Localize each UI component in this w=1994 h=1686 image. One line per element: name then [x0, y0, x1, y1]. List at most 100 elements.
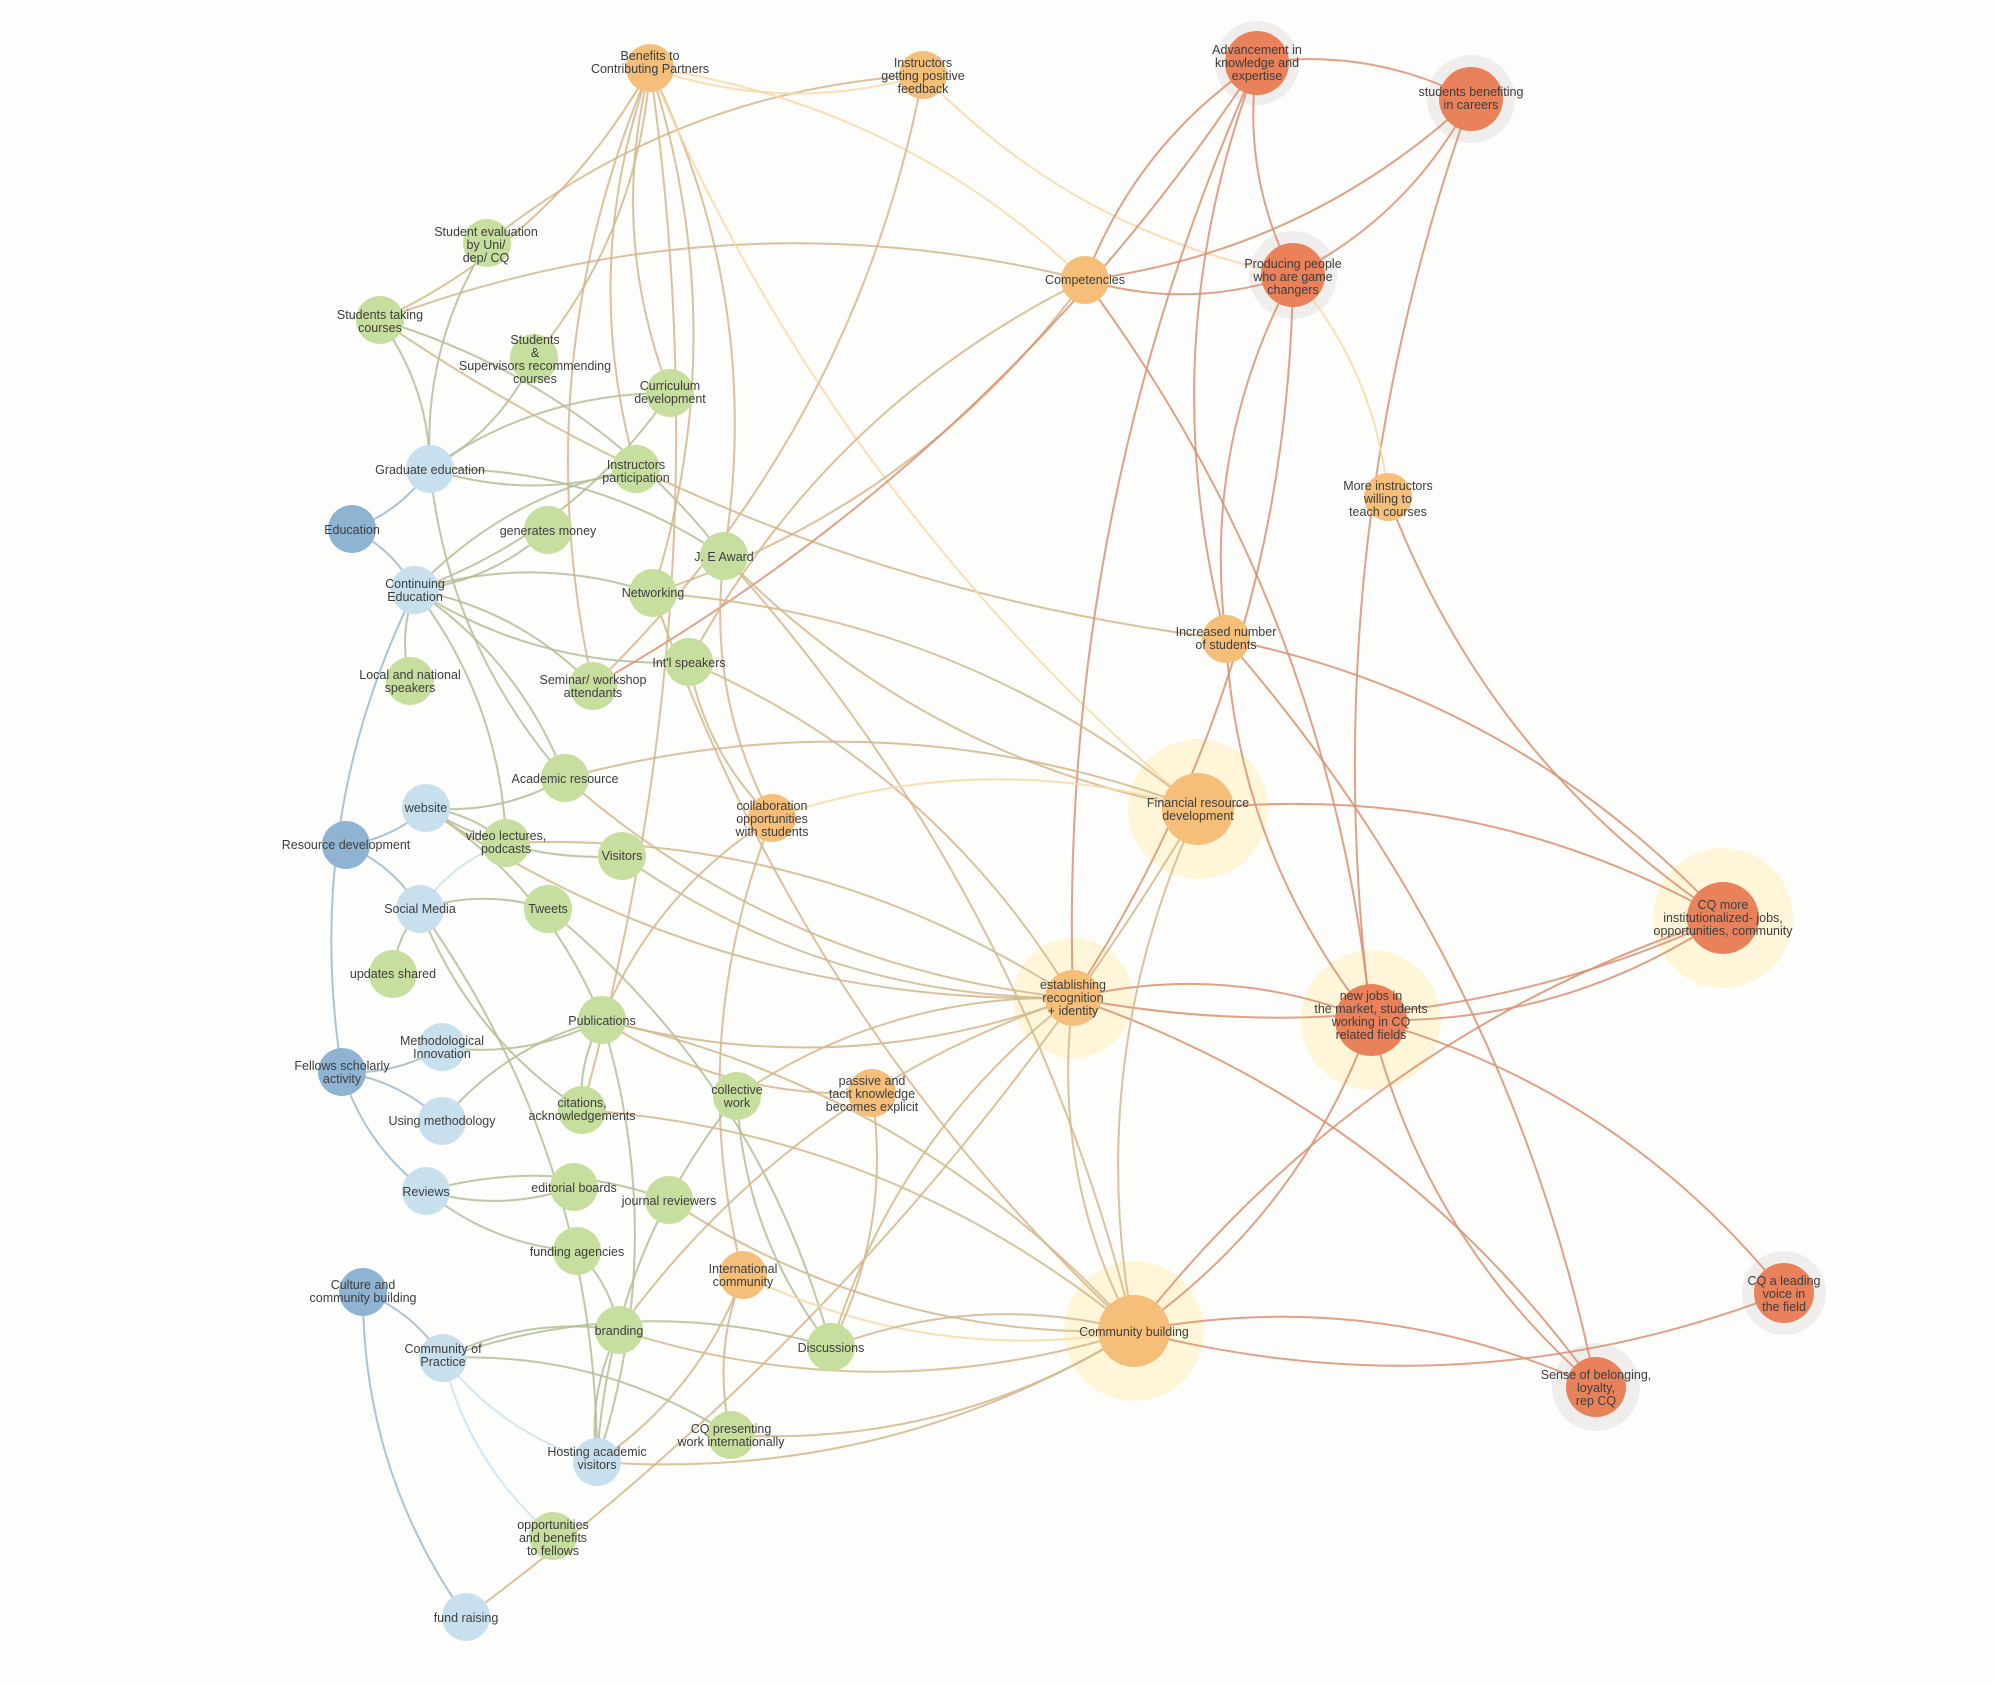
node-hosting[interactable] [573, 1438, 621, 1486]
node-fin-res[interactable] [1162, 773, 1234, 845]
edge-students-taking-to-competencies [379, 242, 1086, 321]
node-student-eval[interactable] [463, 219, 511, 267]
edge-cont-ed-to-instr-part [414, 468, 637, 591]
node-new-jobs[interactable] [1335, 984, 1407, 1056]
node-instr-part[interactable] [612, 445, 660, 493]
node-journal-rev[interactable] [645, 1176, 693, 1224]
label-publications: Publications [568, 1014, 635, 1028]
edge-cq-voice-to-comm-build [1133, 1292, 1785, 1367]
node-collective[interactable] [713, 1072, 761, 1120]
edge-benefits-to-curriculum [632, 67, 671, 394]
edge-cop-to-opportunities [442, 1357, 554, 1537]
node-benefits[interactable] [626, 44, 674, 92]
edge-grad-ed-to-student-eval [428, 242, 488, 470]
edge-intl-comm-to-comm-build [742, 1274, 1135, 1342]
node-est-recog[interactable] [1045, 970, 1101, 1026]
edge-new-jobs-to-belonging [1370, 1019, 1597, 1388]
node-reviews[interactable] [402, 1167, 450, 1215]
node-intl-speakers[interactable] [665, 638, 713, 686]
node-website[interactable] [402, 784, 450, 832]
label-journal-rev: journal reviewers [621, 1194, 716, 1208]
edge-culture-to-fund-raising [361, 1291, 467, 1618]
node-publications[interactable] [578, 996, 626, 1044]
node-citations[interactable] [558, 1086, 606, 1134]
node-passive[interactable] [848, 1069, 896, 1117]
edge-comm-build-to-new-jobs [1133, 1019, 1372, 1332]
edge-social-media-to-citations [419, 908, 583, 1111]
label-social-media: Social Media [384, 902, 456, 916]
node-comm-build[interactable] [1098, 1295, 1170, 1367]
node-discussions[interactable] [807, 1323, 855, 1371]
edge-hosting-to-publications [596, 1019, 636, 1463]
node-stud-careers[interactable] [1439, 67, 1503, 131]
node-fund-raising[interactable] [442, 1593, 490, 1641]
node-tweets[interactable] [524, 885, 572, 933]
node-cop[interactable] [419, 1334, 467, 1382]
node-cq-voice[interactable] [1754, 1263, 1814, 1323]
node-visitors[interactable] [598, 832, 646, 880]
label-branding: branding [595, 1324, 644, 1338]
edge-publications-to-comm-build [601, 1019, 1135, 1332]
edge-competencies-to-stud-careers [1084, 98, 1472, 281]
node-curriculum[interactable] [646, 369, 694, 417]
node-funding[interactable] [553, 1227, 601, 1275]
edge-discussions-to-passive [830, 1092, 878, 1348]
node-incr-students[interactable] [1202, 615, 1250, 663]
node-method-innov[interactable] [418, 1023, 466, 1071]
node-grad-ed[interactable] [406, 445, 454, 493]
node-belonging[interactable] [1566, 1357, 1626, 1417]
node-fellows[interactable] [318, 1048, 366, 1096]
node-instr-feedback[interactable] [899, 51, 947, 99]
node-branding[interactable] [595, 1306, 643, 1354]
node-cq-inst[interactable] [1687, 882, 1759, 954]
node-editorial[interactable] [550, 1163, 598, 1211]
edge-incr-students-to-belonging [1225, 638, 1597, 1388]
node-stud-sup[interactable] [510, 334, 558, 382]
edge-grad-ed-to-curriculum [429, 391, 671, 470]
edge-comm-build-to-cq-inst [1133, 917, 1724, 1332]
node-updates[interactable] [369, 950, 417, 998]
edge-competencies-to-new-jobs [1084, 279, 1372, 1021]
edge-cont-ed-to-networking [414, 571, 654, 594]
node-competencies[interactable] [1061, 256, 1109, 304]
node-resource-dev[interactable] [322, 821, 370, 869]
node-cq-presenting[interactable] [707, 1411, 755, 1459]
node-networking[interactable] [629, 569, 677, 617]
node-more-instr[interactable] [1364, 473, 1412, 521]
label-grad-ed: Graduate education [375, 463, 485, 477]
node-advancement[interactable] [1225, 31, 1289, 95]
label-competencies: Competencies [1045, 273, 1125, 287]
edge-cont-ed-to-intl-speakers [414, 589, 690, 664]
node-social-media[interactable] [396, 885, 444, 933]
node-culture[interactable] [339, 1268, 387, 1316]
node-collab[interactable] [748, 794, 796, 842]
node-opportunities[interactable] [529, 1512, 577, 1560]
node-using-method[interactable] [418, 1097, 466, 1145]
node-cont-ed[interactable] [391, 566, 439, 614]
edge-cont-ed-to-seminar [414, 589, 594, 687]
node-acad-res[interactable] [541, 754, 589, 802]
node-je-award[interactable] [700, 532, 748, 580]
edge-fin-res-to-comm-build [1117, 808, 1199, 1332]
node-game-changers[interactable] [1261, 243, 1325, 307]
label-gen-money: generates money [500, 524, 597, 538]
node-education[interactable] [328, 505, 376, 553]
label-acad-res: Academic resource [512, 772, 619, 786]
edge-est-recog-to-belonging [1072, 997, 1597, 1388]
node-intl-comm[interactable] [719, 1251, 767, 1299]
node-video[interactable] [482, 819, 530, 867]
node-seminar[interactable] [569, 662, 617, 710]
node-students-taking[interactable] [356, 296, 404, 344]
edge-collective-to-est-recog [736, 996, 1074, 1097]
node-local-speakers[interactable] [386, 657, 434, 705]
edge-est-recog-to-new-jobs [1072, 982, 1372, 1021]
node-gen-money[interactable] [524, 506, 572, 554]
